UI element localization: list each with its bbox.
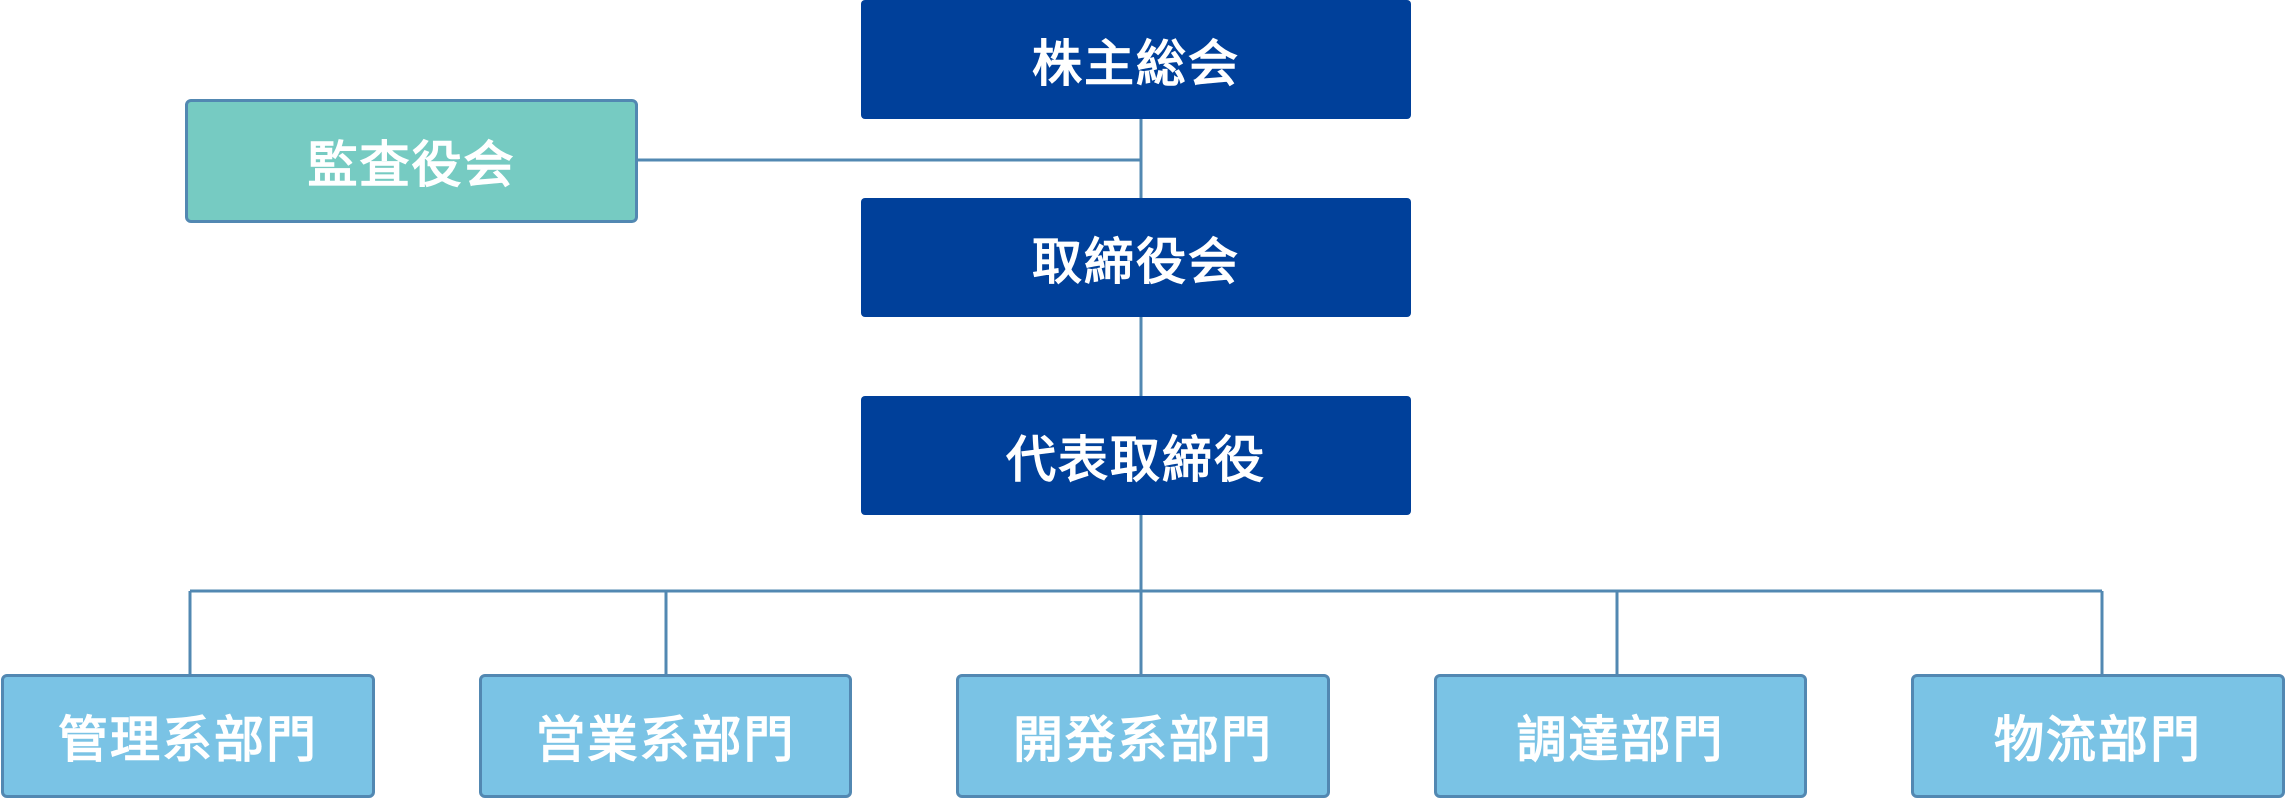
- node-department-procurement: 調達部門: [1434, 674, 1807, 798]
- node-department-administration: 管理系部門: [1, 674, 375, 798]
- node-shareholders-meeting: 株主総会: [861, 0, 1411, 119]
- node-department-sales: 営業系部門: [479, 674, 852, 798]
- node-department-logistics: 物流部門: [1911, 674, 2285, 798]
- node-representative-director: 代表取締役: [861, 396, 1411, 515]
- node-audit-board: 監査役会: [185, 99, 638, 223]
- node-board-of-directors: 取締役会: [861, 198, 1411, 317]
- node-department-development: 開発系部門: [956, 674, 1330, 798]
